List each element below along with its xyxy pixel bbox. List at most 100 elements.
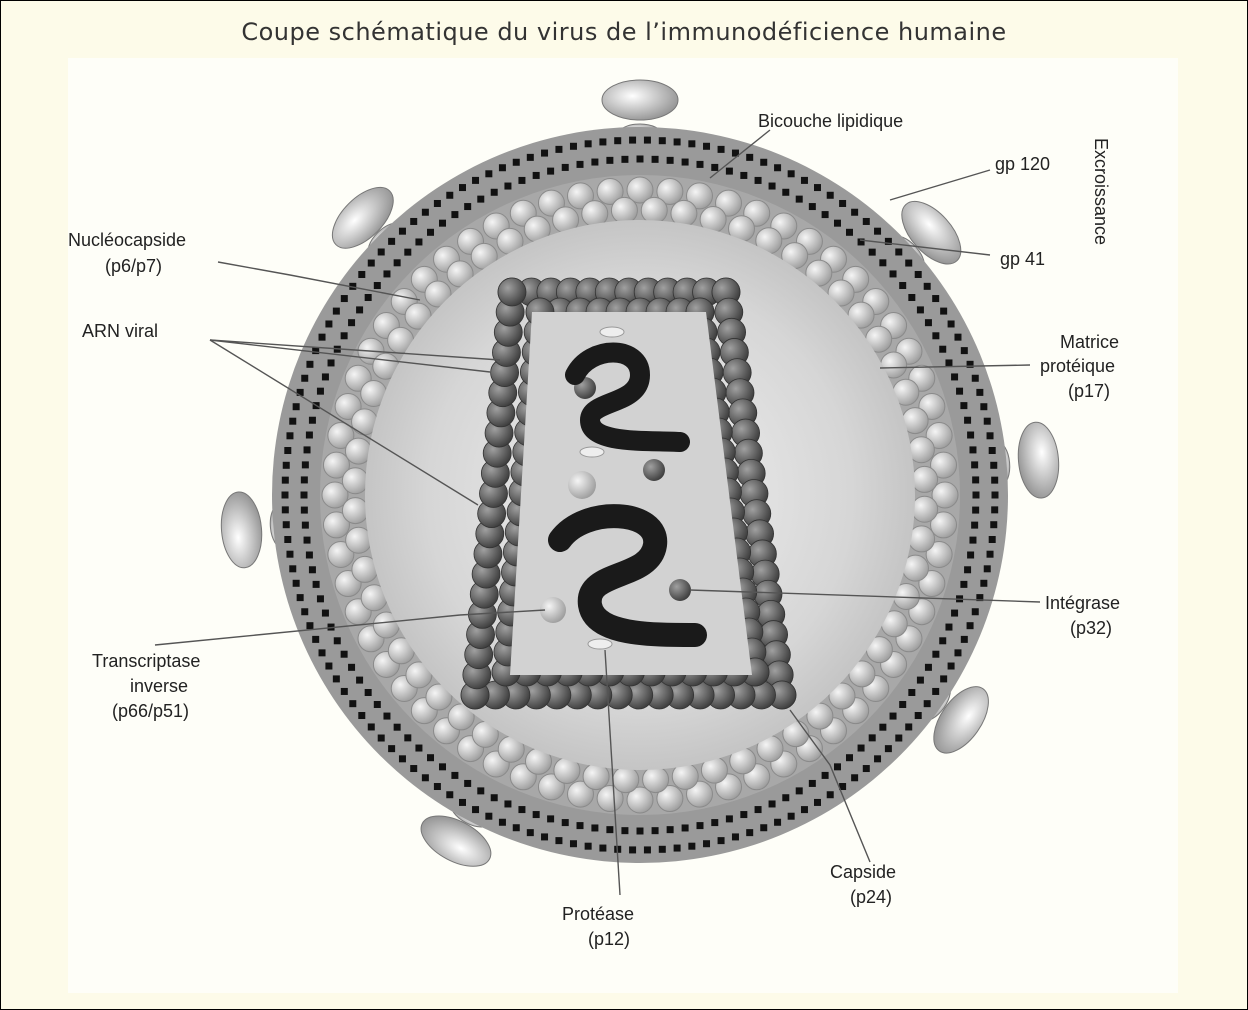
lipid-dot (732, 833, 739, 840)
lipid-dot (869, 734, 876, 741)
lipid-dot (472, 806, 479, 813)
lipid-dot (422, 774, 429, 781)
lipid-dot (304, 537, 311, 544)
lipid-dot (851, 209, 858, 216)
lipid-dot (788, 813, 795, 820)
lipid-dot (302, 522, 309, 529)
lipid-dot (948, 663, 955, 670)
lipid-dot (577, 822, 584, 829)
lipid-dot (969, 446, 976, 453)
lipid-dot (459, 184, 466, 191)
lipid-dot (846, 754, 853, 761)
lipid-dot (439, 763, 446, 770)
lipid-dot (439, 220, 446, 227)
label-matrice-proteique: protéique (1040, 356, 1115, 376)
lipid-dot (667, 157, 674, 164)
lipid-dot (703, 143, 710, 150)
label-excroissance: Excroissance (1091, 138, 1111, 245)
lipid-dot (895, 735, 902, 742)
lipid-dot (606, 826, 613, 833)
lipid-dot (827, 791, 834, 798)
lipid-dot (562, 164, 569, 171)
lipid-dot (464, 203, 471, 210)
lipid-dot (659, 846, 666, 853)
lipid-dot (869, 249, 876, 256)
lipid-dot (415, 238, 422, 245)
lipid-dot (410, 218, 417, 225)
label-gp41: gp 41 (1000, 249, 1045, 269)
lipid-dot (446, 791, 453, 798)
lipid-dot (980, 580, 987, 587)
lipid-dot (972, 476, 979, 483)
label-transcriptase-inverse: inverse (130, 676, 188, 696)
lipid-dot (839, 200, 846, 207)
lipid-dot (399, 228, 406, 235)
lipid-dot (541, 150, 548, 157)
lipid-dot (718, 146, 725, 153)
lipid-dot (905, 723, 912, 730)
lipid-dot (644, 137, 651, 144)
lipid-dot (746, 154, 753, 161)
lipid-dot (309, 566, 316, 573)
lipid-dot (682, 824, 689, 831)
lipid-dot (283, 462, 290, 469)
lipid-dot (306, 551, 313, 558)
label-bicouche: Bicouche lipidique (758, 111, 903, 131)
lipid-dot (485, 170, 492, 177)
lipid-dot (388, 238, 395, 245)
lipid-dot (667, 826, 674, 833)
lipid-dot (621, 156, 628, 163)
lipid-dot (388, 745, 395, 752)
lipid-dot (951, 373, 958, 380)
lipid-dot (954, 649, 961, 656)
lipid-dot (796, 196, 803, 203)
lipid-dot (948, 320, 955, 327)
lipid-dot (863, 218, 870, 225)
lipid-dot (368, 723, 375, 730)
lipid-dot (591, 159, 598, 166)
lipid-dot (925, 319, 932, 326)
lipid-dot (404, 734, 411, 741)
lipid-dot (427, 229, 434, 236)
label-nucleocapside: Nucléocapside (68, 230, 186, 250)
lipid-dot (969, 537, 976, 544)
lipid-dot (404, 249, 411, 256)
lipid-dot (527, 154, 534, 161)
lipid-dot (917, 677, 924, 684)
lipid-dot (879, 259, 886, 266)
gp120-head (1015, 421, 1061, 500)
lipid-dot (621, 827, 628, 834)
lipid-dot (905, 260, 912, 267)
lipid-dot (477, 196, 484, 203)
lipid-dot (917, 306, 924, 313)
label-integrase: Intégrase (1045, 593, 1120, 613)
lipid-dot (890, 270, 897, 277)
lipid-dot (971, 461, 978, 468)
lipid-dot (341, 332, 348, 339)
lipid-dot (760, 159, 767, 166)
lipid-dot (834, 220, 841, 227)
lipid-dot (726, 168, 733, 175)
lipid-dot (814, 799, 821, 806)
lipid-dot (932, 651, 939, 658)
lipid-dot (358, 712, 365, 719)
lipid-dot (879, 724, 886, 731)
lipid-dot (533, 172, 540, 179)
lipid-dot (890, 713, 897, 720)
lipid-dot (477, 787, 484, 794)
lipid-dot (518, 177, 525, 184)
lipid-dot (726, 815, 733, 822)
lipid-dot (992, 492, 999, 499)
lipid-dot (459, 799, 466, 806)
lipid-dot (306, 622, 313, 629)
lipid-dot (422, 209, 429, 216)
lipid-dot (652, 156, 659, 163)
lipid-dot (410, 765, 417, 772)
lipid-dot (755, 806, 762, 813)
enzyme-oval (600, 327, 624, 337)
lipid-dot (317, 595, 324, 602)
lipid-dot (334, 637, 341, 644)
lipid-dot (282, 477, 289, 484)
lipid-dot (319, 334, 326, 341)
lipid-dot (967, 551, 974, 558)
